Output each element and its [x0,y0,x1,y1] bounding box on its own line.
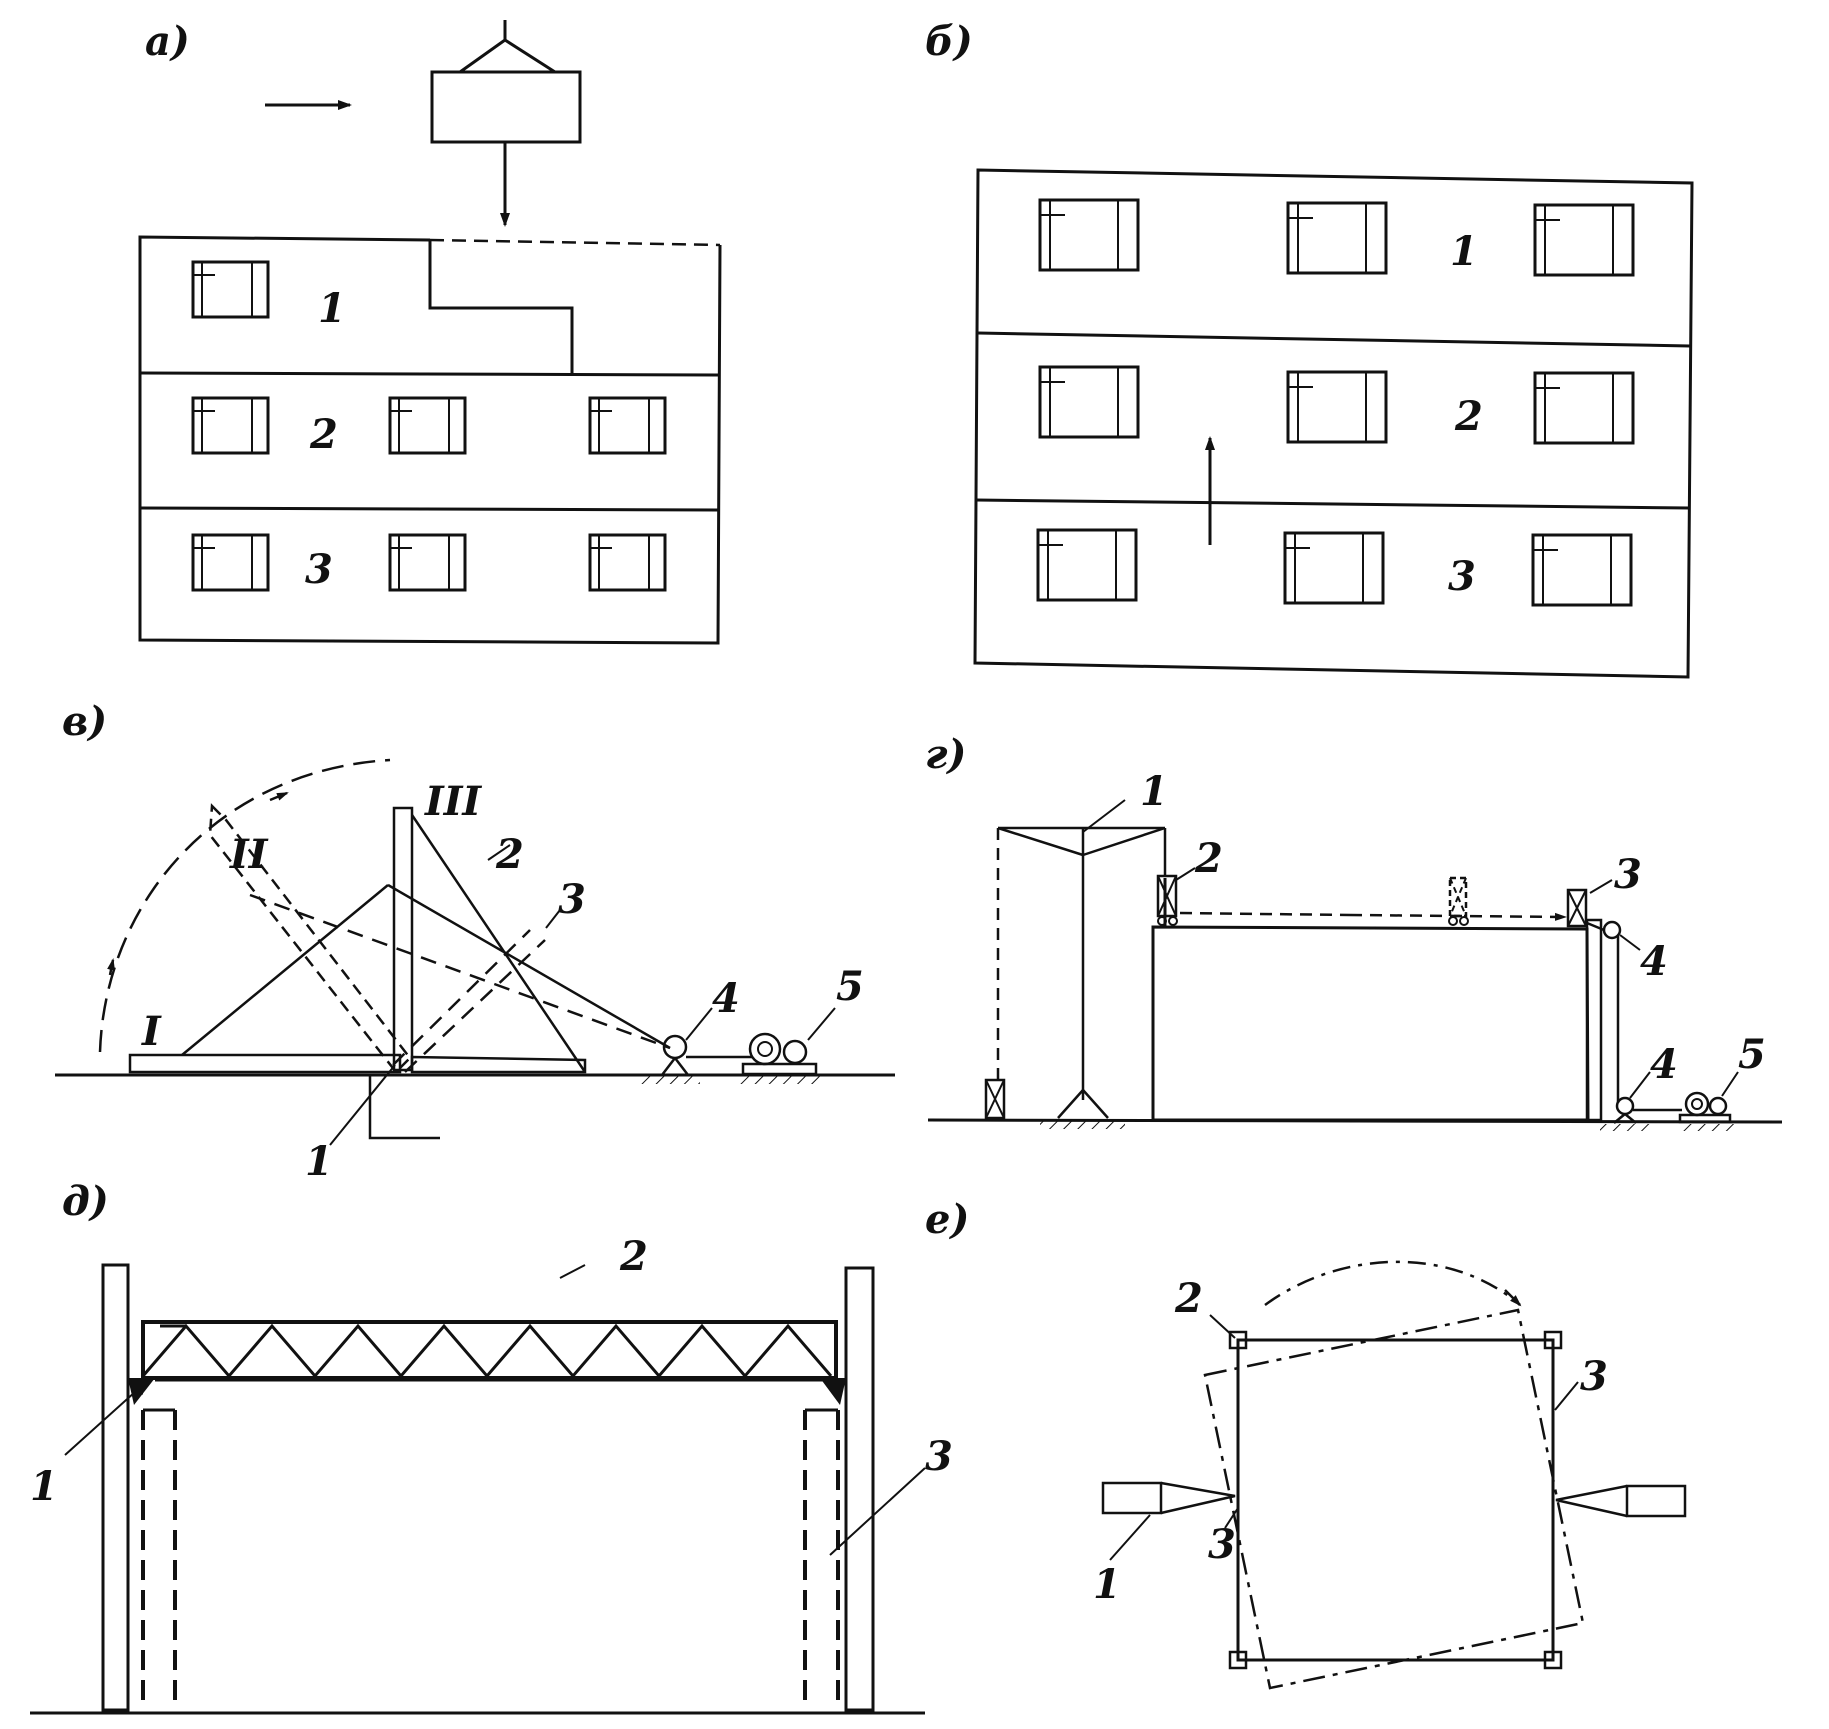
floor-number: 3 [1448,553,1476,600]
jack-2 [1156,874,1178,926]
right-column [844,1266,875,1712]
position-label-II: II [229,831,269,878]
part-number: 3 [1208,1521,1236,1568]
part-number: 5 [1738,1031,1766,1078]
floor-line [975,498,1690,510]
floor-number: 1 [318,285,346,332]
boom-position-III [392,806,414,1072]
part-number: 4 [1650,1041,1678,1088]
part-number: 2 [1174,1275,1203,1322]
part-number: 2 [1194,835,1223,882]
part-number: 3 [925,1433,953,1480]
part-number: 2 [619,1233,648,1280]
panel-d-label: д) [62,1178,109,1225]
building-body [1151,925,1590,1122]
pulley-4 [640,1034,700,1084]
window [1038,198,1140,272]
jack-mid [1448,876,1469,926]
floor-number: 2 [309,411,338,458]
window [191,396,270,455]
panel-g: г) [925,731,1783,1131]
corner-support-2 [1228,1330,1248,1350]
window [388,533,467,592]
position-label-III: III [424,778,482,825]
window [191,533,270,592]
windows-a [191,260,667,592]
stay-line-2 [410,814,587,1073]
stay-line-3 [392,929,531,1066]
panel-b-label: б) [925,18,973,65]
part-number: 1 [1093,1561,1121,1608]
jack-1-left [1101,1481,1236,1515]
part-number: 3 [1614,851,1642,898]
pulley-4-bottom [1600,1096,1650,1131]
rotation-arrow [1264,1260,1521,1307]
part-number: 1 [1140,768,1168,815]
panel-b: б) 1 2 3 [925,18,1694,679]
building-elevation-b [973,168,1694,679]
panel-v: в) I [55,698,895,1185]
panel-a-label: а) [145,18,190,65]
panel-e-label: е) [925,1196,969,1243]
rotation-path-arrow [98,758,391,1053]
winch-5 [1678,1091,1738,1131]
panel-d: д) 1 2 3 [30,1178,953,1715]
window [588,533,667,592]
floor-line [139,506,719,512]
block-left-bottom [984,1078,1006,1120]
jack-right [1555,1484,1687,1518]
panel-g-label: г) [925,731,966,778]
part-number: 3 [1580,1353,1608,1400]
hoisted-module [430,20,582,227]
foundation-pit [368,1075,440,1140]
window [388,396,467,455]
panel-e: е) 1 2 3 3 [925,1196,1687,1690]
window [1286,201,1388,275]
left-column [101,1263,130,1712]
windows-b [1036,198,1635,607]
window [1283,531,1385,605]
part-number: 4 [712,975,740,1022]
module-block [430,70,582,144]
window [1533,203,1635,277]
window [588,396,667,455]
part-number: 2 [495,831,524,878]
part-number: 1 [30,1463,58,1510]
panel-v-label: в) [62,698,107,745]
support-1-right [820,1378,846,1405]
window [1036,528,1138,602]
floor-line [139,371,719,377]
window [191,260,270,319]
window [1533,371,1635,445]
rotated-building-plan [1203,1308,1585,1690]
floor-number: 1 [1450,228,1478,275]
building-elevation-a [138,235,722,645]
roof-truss-2 [141,1320,838,1380]
boom-position-I [128,1053,402,1074]
gantry-crane-1 [996,826,1167,1129]
part-number: 3 [558,876,586,923]
base-frame [410,1055,587,1074]
winch-5 [740,1032,825,1084]
part-number: 1 [305,1138,333,1185]
position-label-I: I [141,1008,162,1055]
building-plan [1236,1338,1555,1662]
pulley-4-top [1586,920,1622,940]
panel-a: а) [138,18,722,645]
floor-line [977,331,1691,348]
floor-number: 2 [1454,393,1483,440]
side-wall-panel [1585,918,1603,1122]
floor-number: 3 [305,546,333,593]
part-number: 4 [1640,938,1668,985]
boom-position-II [208,803,412,1074]
jack-3 [1566,888,1588,928]
window [1038,365,1140,439]
window [1286,370,1388,444]
part-number: 5 [836,963,864,1010]
window [1531,533,1633,607]
